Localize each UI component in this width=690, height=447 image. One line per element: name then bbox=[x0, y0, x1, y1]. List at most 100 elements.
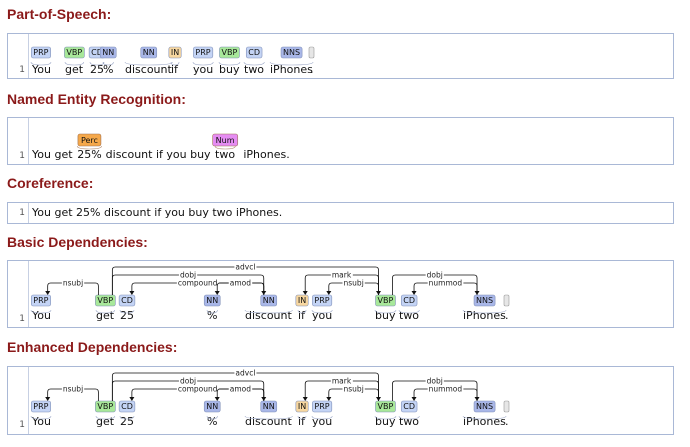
ner-entity-perc-box bbox=[77, 133, 102, 147]
dep-span-bracket bbox=[206, 309, 218, 314]
dep-token-word: get bbox=[96, 309, 115, 322]
dependency-label: advcl bbox=[235, 263, 255, 272]
dep-token-word: iPhones bbox=[463, 309, 506, 322]
pos-span-bracket bbox=[30, 61, 52, 66]
dep-pos-tag-label: VBP bbox=[377, 296, 393, 305]
dep-pos-tag-box bbox=[312, 294, 333, 307]
dep-span-bracket bbox=[398, 309, 420, 314]
dep-span-bracket bbox=[244, 309, 293, 314]
dep-token-word: you bbox=[312, 309, 332, 322]
dependency-label: dobj bbox=[427, 271, 443, 280]
dep-token-word: if bbox=[298, 415, 306, 428]
line-gutter bbox=[8, 367, 29, 434]
dep-pos-tag-box bbox=[295, 400, 309, 413]
coref-sentence: You get 25% discount if you buy two iPho… bbox=[32, 206, 283, 219]
dep-token-word: . bbox=[505, 415, 509, 428]
dep-span-bracket bbox=[119, 415, 135, 420]
dep-pos-tag-box bbox=[30, 400, 51, 413]
ner-text-middle: discount if you buy bbox=[106, 148, 211, 161]
dependency-label: nummod bbox=[429, 279, 463, 288]
line-number: 1 bbox=[19, 314, 25, 324]
dependency-label-bg bbox=[234, 369, 257, 377]
dependency-label: nummod bbox=[429, 385, 463, 394]
dep-span-bracket bbox=[374, 415, 397, 420]
line-number: 1 bbox=[19, 420, 25, 430]
coref-heading: Coreference: bbox=[7, 175, 94, 191]
ner-entity-perc-label: Perc bbox=[81, 136, 98, 145]
dependency-arrowhead bbox=[129, 291, 135, 295]
dep-pos-tag-label: CD bbox=[403, 296, 415, 305]
dependency-label: nsubj bbox=[344, 385, 364, 394]
dep-pos-tag-box bbox=[95, 294, 116, 307]
dependency-label: dobj bbox=[180, 271, 196, 280]
dep-span-bracket bbox=[462, 309, 507, 314]
pos-tag-box bbox=[140, 46, 158, 59]
ner-heading: Named Entity Recognition: bbox=[7, 91, 186, 107]
ner-entity-num-box bbox=[212, 133, 239, 147]
dependency-label: mark bbox=[332, 271, 352, 280]
pos-tag-box bbox=[64, 46, 85, 59]
dependency-label: mark bbox=[332, 377, 352, 386]
ner-entity-num-bracket bbox=[214, 145, 236, 150]
coref-panel: 1 You get 25% discount if you buy two iP… bbox=[7, 202, 674, 224]
dep-pos-tag-label: PRP bbox=[33, 296, 48, 305]
dep-pos-tag-label: NN bbox=[206, 402, 218, 411]
token-word: if bbox=[171, 63, 179, 76]
dep-token-word: % bbox=[207, 415, 217, 428]
dep-span-bracket bbox=[311, 309, 333, 314]
dep-pos-tag-label: VBP bbox=[97, 296, 113, 305]
dep-pos-tag-box bbox=[260, 294, 278, 307]
dependency-label-bg bbox=[427, 385, 464, 393]
dep-span-bracket bbox=[30, 415, 52, 420]
dep-token-word: . bbox=[505, 309, 509, 322]
pos-tag-label: CD bbox=[248, 48, 260, 57]
dependency-arrowhead bbox=[411, 397, 417, 401]
dep-pos-tag-box bbox=[118, 400, 136, 413]
dependency-label-bg bbox=[176, 385, 219, 393]
dep-pos-tag-box bbox=[30, 294, 51, 307]
dep-pos-tag-label: IN bbox=[298, 296, 306, 305]
basic-dep-visualization: YouPRPgetVBP25CD%NNdiscountNNifINyouPRPb… bbox=[30, 263, 510, 322]
dependency-label: nsubj bbox=[63, 385, 83, 394]
dep-token-word: discount bbox=[245, 309, 292, 322]
pos-tag-label: NNS bbox=[283, 48, 300, 57]
dep-pos-tag-label: IN bbox=[298, 402, 306, 411]
token-word: get bbox=[65, 63, 84, 76]
ner-entity-num-label: Num bbox=[216, 136, 235, 145]
dep-span-bracket bbox=[297, 309, 307, 314]
dep-pos-tag-label: PRP bbox=[314, 402, 329, 411]
pos-visualization: YouPRPgetVBP25CD%NNdiscountNNifINyouPRPb… bbox=[30, 46, 315, 76]
dependency-label-bg bbox=[178, 377, 198, 385]
pos-tag-label: PRP bbox=[195, 48, 210, 57]
dependency-label-bg bbox=[425, 271, 444, 279]
dep-punct-box bbox=[503, 294, 510, 307]
pos-span-bracket bbox=[218, 61, 241, 66]
dependency-label: amod bbox=[230, 279, 251, 288]
dependency-label: compound bbox=[178, 279, 218, 288]
dependency-arrowhead bbox=[326, 397, 332, 401]
pos-tag-box bbox=[30, 46, 51, 59]
dependency-arrowhead bbox=[214, 291, 220, 295]
token-word: . bbox=[310, 63, 314, 76]
dep-pos-tag-box bbox=[473, 400, 496, 413]
dep-pos-tag-label: NN bbox=[263, 296, 275, 305]
dependency-label-bg bbox=[176, 279, 219, 287]
dep-pos-tag-box bbox=[260, 400, 278, 413]
dep-pos-tag-label: VBP bbox=[97, 402, 113, 411]
dependency-label-bg bbox=[61, 385, 85, 393]
token-word: buy bbox=[219, 63, 240, 76]
dep-pos-tag-box bbox=[400, 400, 418, 413]
dep-token-word: buy bbox=[375, 415, 396, 428]
dep-pos-tag-box bbox=[203, 400, 221, 413]
dep-pos-tag-box bbox=[118, 294, 136, 307]
dep-pos-tag-label: VBP bbox=[377, 402, 393, 411]
dep-span-bracket bbox=[398, 415, 420, 420]
dep-token-word: 25 bbox=[120, 309, 134, 322]
dep-span-bracket bbox=[374, 309, 397, 314]
dependency-label-bg bbox=[330, 377, 353, 385]
line-gutter bbox=[8, 203, 29, 223]
dep-pos-tag-label: NNS bbox=[476, 402, 493, 411]
